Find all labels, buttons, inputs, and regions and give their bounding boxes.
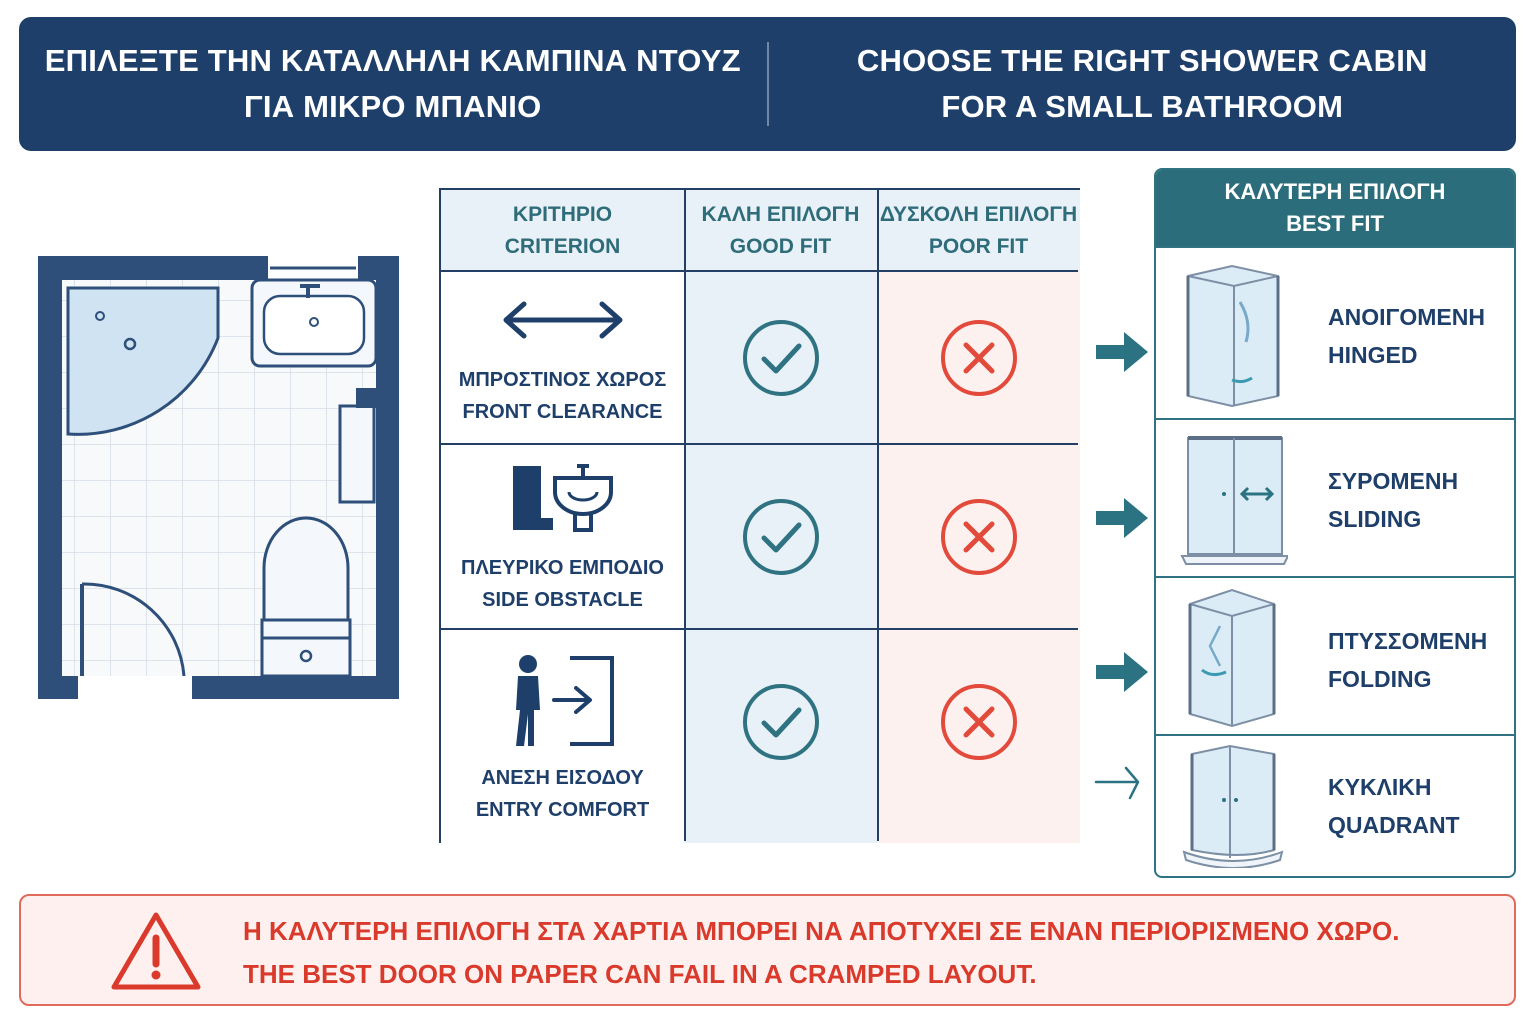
table-row: ΜΠΡΟΣΤΙΝΟΣ ΧΩΡΟΣ FRONT CLEARANCE <box>441 271 684 444</box>
person-entry-icon <box>515 655 614 746</box>
criterion-label-english: ENTRY COMFORT <box>475 799 650 821</box>
good-fit-cell <box>684 629 877 815</box>
header-criterion-greek: ΚΡΙΤΗΡΙΟ <box>512 202 613 226</box>
arrow-right-icon <box>1096 498 1148 538</box>
quadrant-cabin-icon <box>1182 744 1284 868</box>
greek-title-line-1: ΕΠΙΛΕΞΤΕ ΤΗΝ ΚΑΤΑΛΛΗΛΗ ΚΑΜΠΙΝΑ ΝΤΟΥΖ <box>44 43 741 78</box>
quadrant-shower-tray <box>66 286 220 436</box>
warning-text: Η ΚΑΛΥΤΕΡΗ ΕΠΙΛΟΓΗ ΣΤΑ ΧΑΡΤΙΑ ΜΠΟΡΕΙ ΝΑ … <box>243 910 1399 996</box>
list-item: ΚΥΚΛΙΚΗ QUADRANT <box>1156 734 1514 876</box>
option-label-greek: ΚΥΚΛΙΚΗ <box>1328 774 1432 800</box>
option-label-greek: ΑΝΟΙΓΟΜΕΝΗ <box>1328 304 1485 330</box>
arrow-right-icon <box>1096 652 1148 692</box>
warning-triangle-icon <box>111 912 201 990</box>
english-title: CHOOSE THE RIGHT SHOWER CABIN FOR A SMAL… <box>769 38 1517 130</box>
header-good-fit-english: GOOD FIT <box>729 234 832 258</box>
warning-text-english: THE BEST DOOR ON PAPER CAN FAIL IN A CRA… <box>243 959 1037 989</box>
thin-arrow-right-icon <box>1094 766 1140 800</box>
header-poor-fit-english: POOR FIT <box>928 234 1029 258</box>
comparison-table: ΚΡΙΤΗΡΙΟ CRITERION ΚΑΛΗ ΕΠΙΛΟΓΗ GOOD FIT… <box>439 188 1080 843</box>
best-fit-header-english: BEST FIT <box>1286 211 1384 236</box>
toilet-fixture <box>262 516 350 622</box>
header-criterion: ΚΡΙΤΗΡΙΟ CRITERION <box>441 190 684 271</box>
english-title-line-1: CHOOSE THE RIGHT SHOWER CABIN <box>856 43 1428 78</box>
title-banner: ΕΠΙΛΕΞΤΕ ΤΗΝ ΚΑΤΑΛΛΗΛΗ ΚΑΜΠΙΝΑ ΝΤΟΥΖ ΓΙΑ… <box>19 17 1516 151</box>
option-label-greek: ΣΥΡΟΜΕΝΗ <box>1328 468 1459 494</box>
header-good-fit: ΚΑΛΗ ΕΠΙΛΟΓΗ GOOD FIT <box>684 190 877 271</box>
table-divider <box>877 190 879 841</box>
bathroom-floor-plan <box>38 256 399 700</box>
option-label-english: QUADRANT <box>1328 812 1460 838</box>
good-fit-cell <box>684 271 877 444</box>
good-fit-cell <box>684 444 877 629</box>
english-title-line-2: FOR A SMALL BATHROOM <box>941 89 1344 124</box>
cross-circle-icon <box>940 319 1017 396</box>
title-divider <box>766 42 769 126</box>
sliding-cabin-icon <box>1180 436 1288 565</box>
warning-text-greek: Η ΚΑΛΥΤΕΡΗ ΕΠΙΛΟΓΗ ΣΤΑ ΧΑΡΤΙΑ ΜΠΟΡΕΙ ΝΑ … <box>243 916 1400 946</box>
warning-banner: Η ΚΑΛΥΤΕΡΗ ΕΠΙΛΟΓΗ ΣΤΑ ΧΑΡΤΙΑ ΜΠΟΡΕΙ ΝΑ … <box>19 894 1516 1006</box>
list-item: ΠΤΥΣΣΟΜΕΝΗ FOLDING <box>1156 576 1514 734</box>
cross-circle-icon <box>940 684 1017 760</box>
header-good-fit-greek: ΚΑΛΗ ΕΠΙΛΟΓΗ <box>701 202 860 226</box>
option-label-english: SLIDING <box>1328 506 1422 532</box>
double-arrow-icon <box>503 301 622 338</box>
criterion-column-bg <box>441 190 684 843</box>
table-divider <box>441 628 1078 630</box>
table-row: ΑΝΕΣΗ ΕΙΣΟΔΟΥ ENTRY COMFORT <box>441 629 684 843</box>
hinged-cabin-icon <box>1186 264 1280 408</box>
greek-title: ΕΠΙΛΕΞΤΕ ΤΗΝ ΚΑΤΑΛΛΗΛΗ ΚΑΜΠΙΝΑ ΝΤΟΥΖ ΓΙΑ… <box>19 38 767 130</box>
cross-circle-icon <box>940 498 1017 575</box>
table-divider <box>441 270 1078 272</box>
criterion-label-greek: ΑΝΕΣΗ ΕΙΣΟΔΟΥ <box>481 767 644 789</box>
folding-cabin-icon <box>1188 588 1276 728</box>
option-label-english: HINGED <box>1328 342 1418 368</box>
criterion-label-greek: ΜΠΡΟΣΤΙΝΟΣ ΧΩΡΟΣ <box>458 368 667 391</box>
criterion-label-english: FRONT CLEARANCE <box>462 400 663 423</box>
greek-title-line-2: ΓΙΑ ΜΙΚΡΟ ΜΠΑΝΙΟ <box>244 89 542 124</box>
criterion-label-greek: ΠΛΕΥΡΙΚΟ ΕΜΠΟΔΙΟ <box>461 556 664 579</box>
check-circle-icon <box>742 319 819 396</box>
criterion-label-english: SIDE OBSTACLE <box>482 588 643 611</box>
header-poor-fit-greek: ΔΥΣΚΟΛΗ ΕΠΙΛΟΓΗ <box>879 202 1078 226</box>
table-divider <box>684 190 686 841</box>
table-row: ΠΛΕΥΡΙΚΟ ΕΜΠΟΔΙΟ SIDE OBSTACLE <box>441 444 684 629</box>
arrow-right-icon <box>1096 332 1148 372</box>
best-fit-header: ΚΑΛΥΤΕΡΗ ΕΠΙΛΟΓΗ BEST FIT <box>1156 170 1514 246</box>
poor-fit-cell <box>877 271 1080 444</box>
list-item: ΣΥΡΟΜΕΝΗ SLIDING <box>1156 418 1514 576</box>
best-fit-panel: ΚΑΛΥΤΕΡΗ ΕΠΙΛΟΓΗ BEST FIT ΑΝΟΙΓΟΜΕΝΗ HIN… <box>1154 168 1516 878</box>
option-label-english: FOLDING <box>1328 666 1432 692</box>
option-label-greek: ΠΤΥΣΣΟΜΕΝΗ <box>1328 628 1488 654</box>
check-circle-icon <box>742 684 819 760</box>
good-column-bg <box>684 190 877 843</box>
poor-fit-cell <box>877 629 1080 815</box>
poor-column-bg <box>877 190 1080 843</box>
check-circle-icon <box>742 498 819 575</box>
header-criterion-english: CRITERION <box>504 234 621 258</box>
poor-fit-cell <box>877 444 1080 629</box>
best-fit-header-greek: ΚΑΛΥΤΕΡΗ ΕΠΙΛΟΓΗ <box>1224 179 1446 204</box>
list-item: ΑΝΟΙΓΟΜΕΝΗ HINGED <box>1156 246 1514 418</box>
table-divider <box>441 443 1078 445</box>
sink-obstacle-icon <box>512 463 613 532</box>
header-poor-fit: ΔΥΣΚΟΛΗ ΕΠΙΛΟΓΗ POOR FIT <box>877 190 1080 271</box>
